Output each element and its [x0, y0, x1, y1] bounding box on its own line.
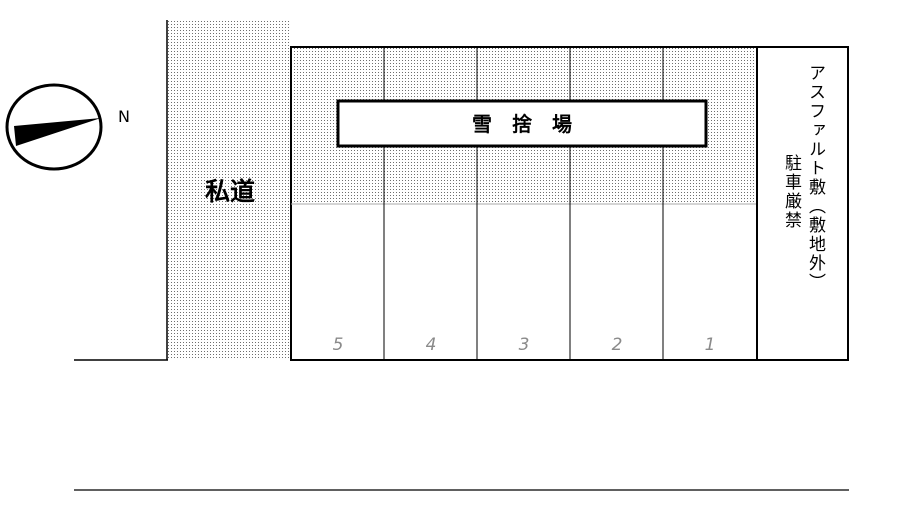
snow-dump-label-box: 雪 捨 場: [336, 99, 708, 148]
private-road: 私道: [74, 20, 291, 361]
parking-lot: 5 4 3 2 1: [290, 46, 849, 361]
parking-space-number: 2: [612, 335, 623, 355]
private-road-area: [168, 20, 291, 360]
no-parking-label: 駐車厳禁: [781, 154, 802, 230]
asphalt-zone-label: アスファルト敷（敷地外）: [805, 64, 826, 292]
compass-north-label: N: [118, 107, 130, 126]
compass: N: [5, 83, 130, 171]
snow-dump-label: 雪 捨 場: [472, 112, 572, 136]
private-road-label: 私道: [205, 177, 255, 206]
compass-needle-icon: [14, 118, 101, 146]
parking-space-number: 4: [426, 335, 437, 355]
parking-space-number: 1: [705, 335, 716, 355]
parking-space-number: 3: [519, 335, 530, 355]
parking-space-number: 5: [333, 335, 344, 355]
